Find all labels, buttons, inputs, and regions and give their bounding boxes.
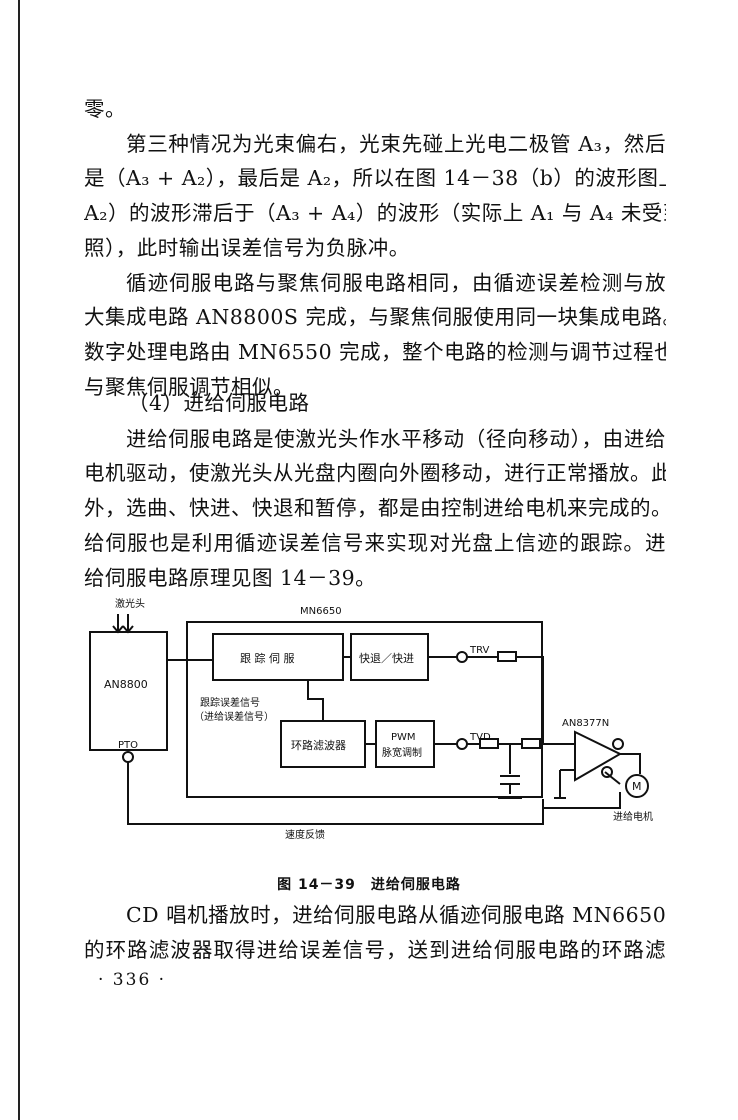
pto-label: PTO (118, 740, 138, 751)
text-line: 第三种情况为光束偏右，光束先碰上光电二极管 A₃，然后 (126, 132, 666, 156)
page-number: · 336 · (98, 970, 167, 990)
text-line: 数字处理电路由 MN6550 完成，整个电路的检测与调节过程也 (84, 340, 666, 364)
page-binding-edge (18, 0, 20, 1120)
section-heading: （4）进给伺服电路 (128, 391, 310, 415)
text-line: 给伺服电路原理见图 14－39。 (84, 566, 377, 590)
text-line: 电机驱动，使激光头从光盘内圈向外圈移动，进行正常播放。此 (84, 461, 666, 485)
an8377n-label: AN8377N (562, 718, 609, 729)
pwm-box (375, 720, 435, 768)
text-line: 给伺服也是利用循迹误差信号来实现对光盘上信迹的跟踪。进 (84, 531, 666, 555)
text-line: 是（A₃ + A₂），最后是 A₂，所以在图 14－38（b）的波形图上，（A₁… (84, 166, 666, 190)
loop-filter-label: 环路滤波器 (291, 739, 346, 752)
circuit-diagram-svg: 激光头 MN6650 AN8800 PTO 跟 踪 伺 服 快退／快进 TRV … (89, 597, 653, 841)
an8800-box (89, 631, 168, 751)
trv-label: TRV (469, 645, 490, 656)
ff-rew-label: 快退／快进 (359, 652, 414, 665)
feed-motor-label: 进给电机 (613, 810, 653, 823)
tvd-label: TVD (469, 732, 491, 743)
text-line: 与聚焦伺服调节相似。 (84, 375, 294, 399)
laser-head-label: 激光头 (115, 597, 145, 610)
pulse-width-label: 脉宽调制 (382, 746, 422, 759)
motor-label: M (632, 780, 642, 793)
mn6650-label: MN6650 (300, 606, 342, 617)
figure-caption: 图 14－39 进给伺服电路 (277, 877, 461, 893)
text-line: CD 唱机播放时，进给伺服电路从循迹伺服电路 MN6650 中 (126, 903, 666, 927)
tracking-error-label: 跟踪误差信号 (200, 696, 260, 709)
an8800-label: AN8800 (104, 678, 148, 691)
speed-feedback-label: 速度反馈 (285, 828, 325, 841)
text-line: 进给伺服电路是使激光头作水平移动（径向移动），由进给 (126, 427, 666, 451)
text-line: 零。 (84, 97, 126, 121)
text-line: A₂）的波形滞后于（A₃ + A₄）的波形（实际上 A₁ 与 A₄ 未受到光 (84, 201, 666, 225)
text-line: 外，选曲、快进、快退和暂停，都是由控制进给电机来完成的。进 (84, 496, 666, 520)
text-line: 的环路滤波器取得进给误差信号，送到进给伺服电路的环路滤 (84, 938, 666, 962)
text-line: 循迹伺服电路与聚焦伺服电路相同，由循迹误差检测与放 (126, 271, 666, 295)
pwm-label: PWM (391, 732, 416, 743)
text-line: 照），此时输出误差信号为负脉冲。 (84, 236, 410, 260)
text-line: 大集成电路 AN8800S 完成，与聚焦伺服使用同一块集成电路。 (84, 305, 666, 329)
feed-servo-diagram: 激光头 MN6650 AN8800 PTO 跟 踪 伺 服 快退／快进 TRV … (80, 594, 660, 848)
feed-error-label: （进给误差信号） (194, 710, 274, 723)
tracking-servo-label: 跟 踪 伺 服 (240, 651, 295, 665)
